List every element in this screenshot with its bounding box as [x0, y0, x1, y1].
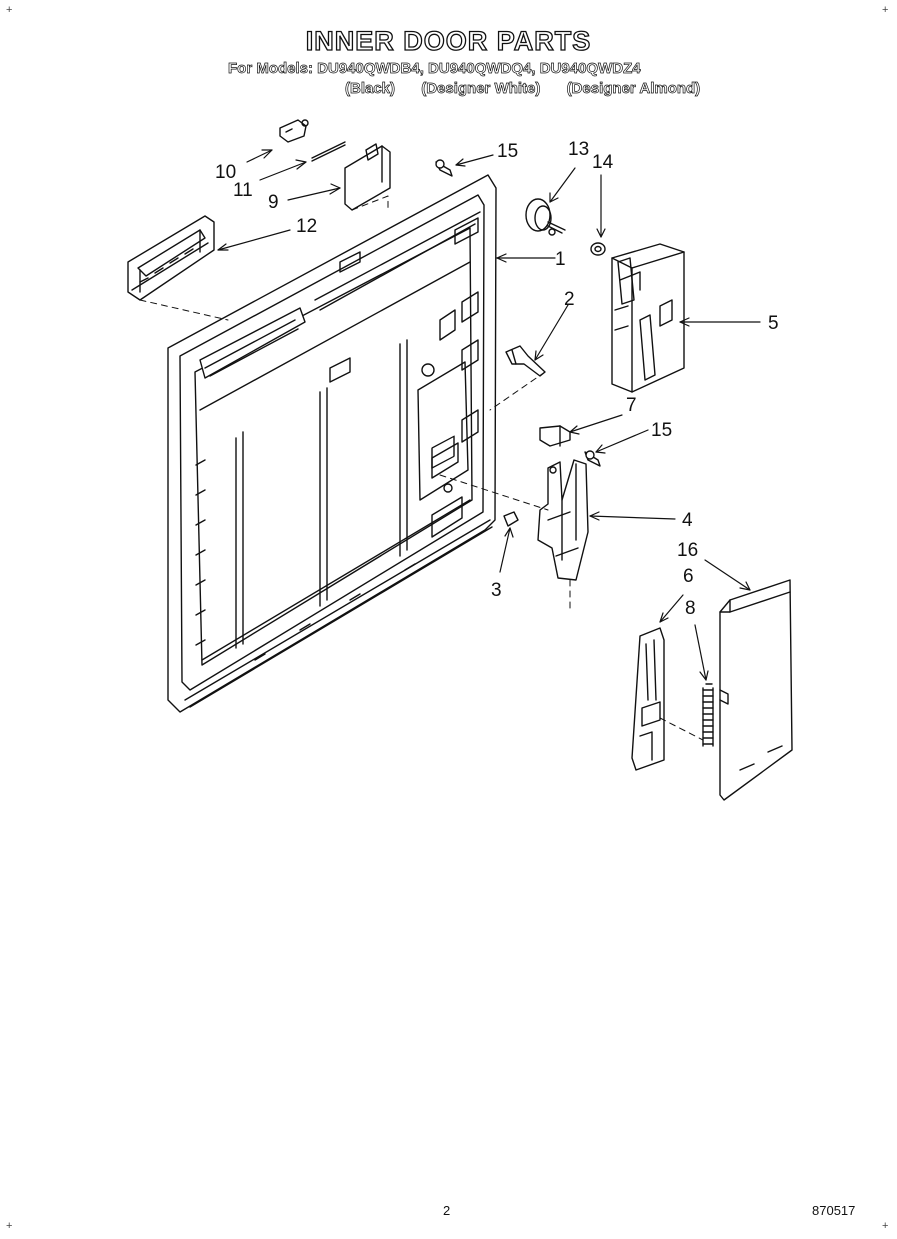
models-line: For Models: DU940QWDB4, DU940QWDQ4, DU94…	[228, 60, 641, 78]
callout-3: 3	[491, 580, 502, 601]
part-10-clip	[279, 119, 309, 143]
part-15-screw-top	[435, 159, 453, 177]
callout-15-top: 15	[497, 141, 518, 162]
alignment-lines	[139, 195, 704, 741]
document-code: 870517	[812, 1203, 856, 1218]
callout-7: 7	[626, 395, 637, 416]
callout-16: 16	[677, 540, 698, 561]
part-3-nut	[503, 511, 519, 527]
color-variants: (Black) (Designer White) (Designer Almon…	[345, 80, 701, 98]
callout-10: 10	[215, 162, 236, 183]
part-12-handle	[127, 215, 215, 301]
color-black: (Black)	[345, 80, 396, 98]
callout-13: 13	[568, 139, 589, 160]
callout-8: 8	[685, 598, 696, 619]
page-title: INNER DOOR PARTS	[305, 25, 592, 56]
leader-lines	[217, 149, 761, 681]
callout-6: 6	[683, 566, 694, 587]
callout-15-mid: 15	[651, 420, 672, 441]
corner-mark-bottom-left: +	[6, 1220, 13, 1232]
corner-mark-bottom-right: +	[882, 1220, 889, 1232]
callout-5: 5	[768, 313, 779, 334]
part-2-pin	[505, 345, 546, 377]
callout-1: 1	[555, 249, 566, 270]
callout-12: 12	[296, 216, 317, 237]
corner-mark-top-left: +	[6, 4, 13, 16]
part-15-screw-mid	[584, 450, 601, 467]
callout-14: 14	[592, 152, 614, 173]
inner-door-panel	[167, 174, 497, 713]
part-16-shield-panel	[719, 579, 793, 801]
part-11-rod	[311, 141, 346, 162]
color-designer-almond: (Designer Almond)	[566, 80, 701, 98]
part-9-cover	[344, 143, 391, 211]
part-13-actuator	[525, 198, 566, 236]
page-number: 2	[443, 1203, 451, 1218]
callout-4: 4	[682, 510, 693, 531]
part-14-nut	[590, 242, 606, 256]
part-8-spring	[702, 683, 714, 747]
part-4-slide	[537, 459, 589, 581]
callout-2: 2	[564, 289, 575, 310]
corner-mark-top-right: +	[882, 4, 889, 16]
part-5-latch-assembly	[611, 243, 685, 393]
callout-numbers: 1 2 3 4 5 6 7 8 9 10 11 12 13 14 15 15 1…	[215, 139, 779, 619]
callout-9: 9	[268, 192, 279, 213]
part-7-bracket	[539, 425, 571, 447]
part-6-rail	[631, 627, 665, 771]
color-designer-white: (Designer White)	[421, 80, 541, 98]
callout-11: 11	[233, 180, 253, 201]
